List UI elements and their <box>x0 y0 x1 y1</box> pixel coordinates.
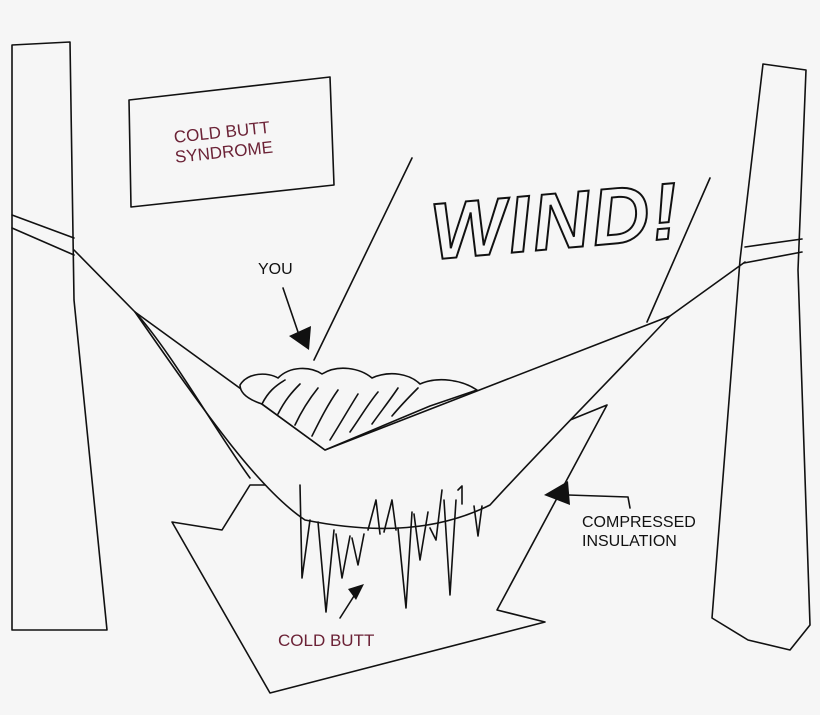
cold-butt-pointer-line <box>339 595 355 619</box>
wind-line-left <box>313 157 413 361</box>
you-arrowhead <box>289 326 311 350</box>
hammock-body <box>134 311 671 530</box>
sleeping-bag-folds <box>261 379 419 441</box>
you-label: YOU <box>258 261 293 278</box>
left-tree-strap <box>11 214 75 256</box>
compressed-pointer-line <box>567 494 631 509</box>
right-tree-strap <box>743 238 803 264</box>
wind-line-right <box>646 177 711 323</box>
hammock-rope-left <box>73 249 136 313</box>
hammock-edge <box>134 311 251 479</box>
wind-title: WIND! <box>426 165 685 277</box>
wind-text: WIND! <box>427 166 684 276</box>
compressed-insulation-label: COMPRESSED INSULATION <box>582 513 696 551</box>
compressed-line-2: INSULATION <box>582 533 677 551</box>
icicles <box>299 484 483 613</box>
cold-butt-label: COLD BUTT <box>278 631 375 650</box>
hammock-rope-right <box>669 261 746 317</box>
cold-butt-arrowhead <box>348 584 364 600</box>
sign-box <box>128 76 335 208</box>
you-pointer-line <box>282 287 299 333</box>
right-tree <box>711 63 811 651</box>
left-tree <box>11 41 108 631</box>
compressed-arrowhead <box>544 481 570 505</box>
compressed-line-1: COMPRESSED <box>582 514 696 531</box>
